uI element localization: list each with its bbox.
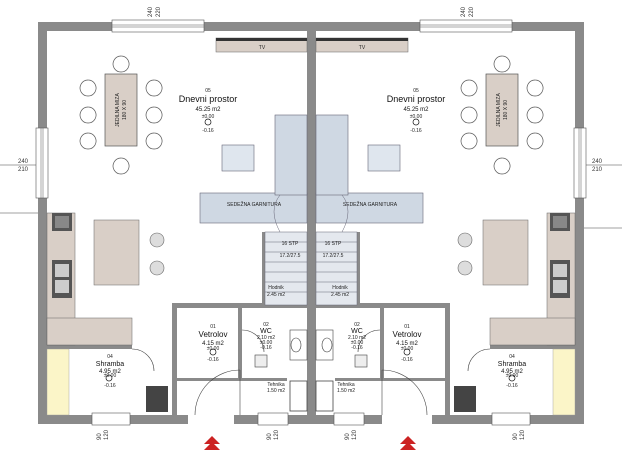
stair-size-left: 17.2/27.5 [280,253,301,259]
windows-bottom [91,412,531,426]
room-lvl1-storage-right: ±0.00 [506,373,519,379]
stair-steps-left: 16 STP [282,241,299,247]
room-lvl1-living-right: ±0.00 [410,114,423,120]
dim-side-left-a: 240 [18,159,29,165]
room-lvl1-storage-left: ±0.00 [104,373,117,379]
room-num-vestibule-right: 01 [404,324,410,330]
room-lvl2-vestibule-left: -0.16 [207,357,219,363]
kitchen-right [457,212,576,346]
dining-set-left [79,55,163,175]
dim-bottom-3a: 90 [345,433,351,440]
room-lvl1-vestibule-left: ±0.00 [207,346,220,352]
dining-table-label-left: JEDILNA MIZA [115,93,121,127]
interior-walls [47,232,575,415]
dim-top-right-b: 220 [469,6,475,17]
sofa-label-right: SEDEŽNA GARNITURA [343,200,398,208]
sofa-label-left: SEDEŽNA GARNITURA [227,200,282,208]
room-area-vestibule-right: 4.15 m2 [396,341,418,347]
dim-bottom-4a: 90 [513,433,519,440]
sofa-right [315,114,424,224]
stair-size-right: 17.2/27.5 [323,253,344,259]
windows-side [35,127,587,199]
room-area-storage-left: 4.95 m2 [99,369,121,375]
stair-steps-right: 16 STP [325,241,342,247]
room-num-storage-right: 04 [509,354,515,360]
room-num-living-right: 05 [413,88,419,94]
dining-table-size-right: 180 X 90 [503,100,509,120]
room-lvl2-living-left: -0.16 [202,128,214,134]
room-area-living-left: 45.25 m2 [195,107,221,113]
room-name-vestibule-right: Vetrolov [393,330,422,339]
room-name-wc-left: WC [260,328,272,335]
storage-left-area [46,348,70,416]
room-lvl2-vestibule-right: -0.16 [401,357,413,363]
room-name-tech-right: Tehnika [337,382,354,388]
storage-right-area [552,348,576,416]
dining-table-size-left: 180 X 90 [122,100,128,120]
room-area-tech-left: 1.50 m2 [267,388,285,394]
room-lvl2-storage-right: -0.16 [506,383,518,389]
room-num-living-left: 05 [205,88,211,94]
room-num-wc-left: 02 [263,322,269,328]
room-area-hall-left: 2.45 m2 [267,292,285,298]
tv-label-right: TV [359,45,366,51]
room-name-living-right: Dnevni prostor [387,94,446,104]
room-lvl2-wc-right: -0.16 [351,345,363,351]
room-lvl1-wc-left: ±0.00 [260,340,273,346]
room-area-tech-right: 1.50 m2 [337,388,355,394]
dining-set-right [460,55,544,175]
sofa-left [199,114,308,224]
room-area-hall-right: 2.45 m2 [331,292,349,298]
dim-side-right-b: 210 [592,167,603,173]
room-area-wc-left: 2.10 m2 [257,335,275,341]
doors [131,329,491,416]
entrance-arrows [204,436,416,450]
stair-left [264,194,308,306]
room-lvl1-vestibule-right: ±0.00 [401,346,414,352]
dim-top-right-a: 240 [461,6,467,17]
kitchen-left [46,212,165,346]
tv-label-left: TV [259,45,266,51]
room-lvl2-storage-left: -0.16 [104,383,116,389]
dining-table-label-right: JEDILNA MIZA [496,93,502,127]
dim-top-left-b: 220 [156,6,162,17]
room-area-vestibule-left: 4.15 m2 [202,341,224,347]
room-num-storage-left: 04 [107,354,113,360]
room-area-storage-right: 4.95 m2 [501,369,523,375]
dim-top-left-a: 240 [148,6,154,17]
room-name-hall-left: Hodnik [268,285,284,291]
room-lvl2-living-right: -0.16 [410,128,422,134]
dim-side-left-b: 210 [18,167,29,173]
room-lvl1-wc-right: ±0.00 [351,340,364,346]
dim-bottom-1b: 120 [104,429,110,440]
dim-bottom-4b: 120 [520,429,526,440]
dim-bottom-3b: 120 [352,429,358,440]
room-name-storage-right: Shramba [498,361,527,368]
dim-bottom-1a: 90 [97,433,103,440]
room-name-wc-right: WC [351,328,363,335]
level-markers [105,118,516,382]
room-name-tech-left: Tehnika [267,382,284,388]
room-name-storage-left: Shramba [96,361,125,368]
wc-fixtures [254,329,368,368]
windows-top [111,19,513,33]
dim-side-right-a: 240 [592,159,603,165]
dim-bottom-2b: 120 [274,429,280,440]
stair-right [315,194,358,306]
room-name-hall-right: Hodnik [332,285,348,291]
room-area-wc-right: 2.10 m2 [348,335,366,341]
room-name-vestibule-left: Vetrolov [199,330,228,339]
room-lvl1-living-left: ±0.00 [202,114,215,120]
room-num-vestibule-left: 01 [210,324,216,330]
dim-bottom-2a: 90 [267,433,273,440]
room-name-living-left: Dnevni prostor [179,94,238,104]
room-num-wc-right: 02 [354,322,360,328]
room-area-living-right: 45.25 m2 [403,107,429,113]
room-lvl2-wc-left: -0.16 [260,345,272,351]
